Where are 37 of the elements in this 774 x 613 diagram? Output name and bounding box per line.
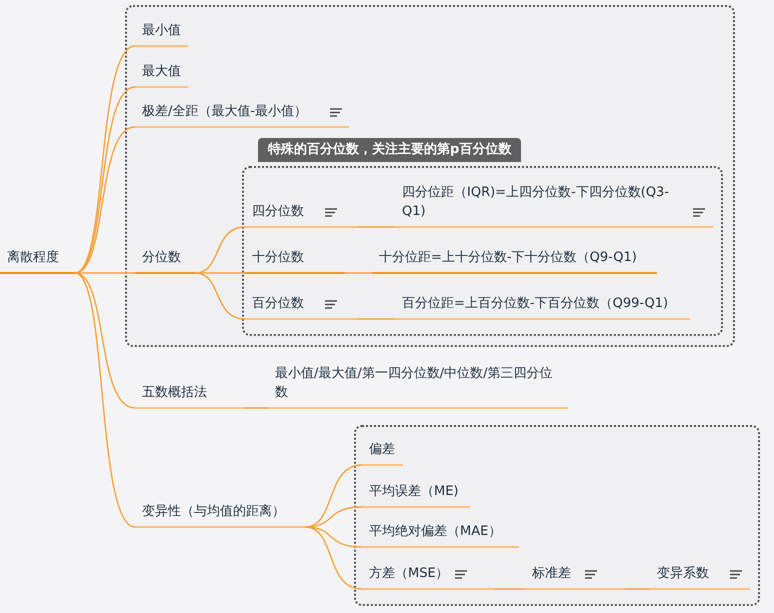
topic-text: 偏差 [369,441,395,459]
branch-line [245,407,268,409]
branch-line [74,272,136,409]
topic-text: 十分位数 [252,249,304,267]
topic-text: 四分位距（IQR)=上四分位数-下四分位数(Q3-Q1) [402,184,670,221]
branch-line [345,272,372,274]
branch-line [74,272,136,528]
branch-line [75,272,135,274]
topic-text: 最小值/最大值/第一四分位数/中位数/第三四分位数 [275,365,554,402]
branch-line [74,86,136,274]
branch-line [304,506,362,528]
boundary-label: 特殊的百分位数，关注主要的第p百分位数 [258,138,522,162]
branch-line [194,226,246,274]
topic-text: 变异性（与均值的距离） [142,503,285,521]
branch-line [304,526,362,590]
topic-text: 四分位数 [252,203,304,221]
topic-text: 平均绝对偏差（MAE） [369,523,502,541]
topic-text: 百分位距=上百分位数-下百分位数（Q99-Q1) [402,295,668,313]
topic-text: 方差（MSE） [369,565,449,583]
topic-text: 分位数 [142,249,181,267]
topic-text: 标准差 [532,565,571,583]
branch-line [494,588,525,590]
topic-text: 最小值 [142,22,181,40]
branch-line [625,588,650,590]
topic-text: 十分位距=上十分位数-下十分位数（Q9-Q1) [379,249,637,267]
topic-text: 平均误差（ME) [369,483,459,501]
branch-line [357,318,395,320]
topic-text: 变异系数 [657,565,709,583]
topic-text: 最大值 [142,63,181,81]
topic-text: 离散程度 [7,249,59,267]
boundary-box [125,5,735,347]
branch-line [194,272,246,320]
branch-line [357,226,395,228]
topic-text: 极差/全距（最大值-最小值） [142,103,308,121]
topic-text: 百分位数 [252,295,304,313]
boundary-box [354,425,760,606]
topic-text: 五数概括法 [142,384,207,402]
